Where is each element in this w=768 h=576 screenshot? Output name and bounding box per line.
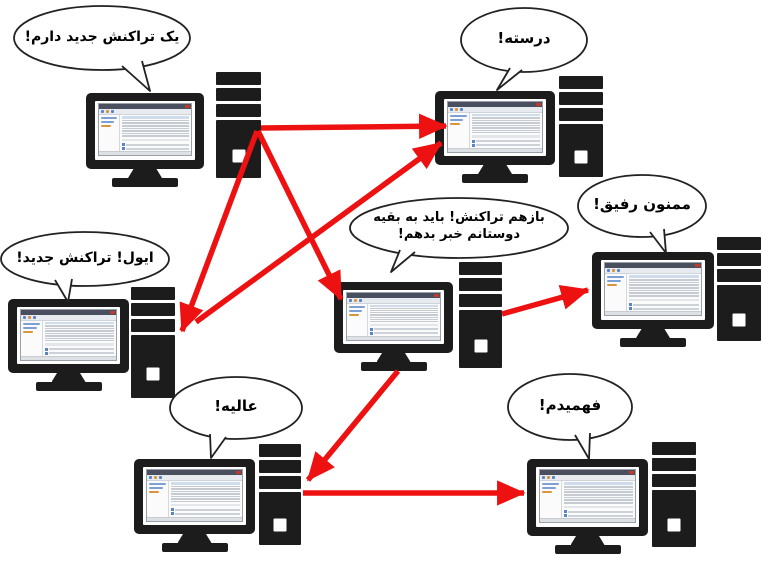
speech-bubble-top-left: [13, 5, 191, 92]
speech-bubble-left: [0, 231, 170, 303]
arrows-group: [179, 113, 590, 506]
speech-bubble-right: [577, 174, 707, 254]
arrow-top-left-to-center: [255, 129, 344, 301]
bubble-tail: [649, 228, 667, 254]
bubble-ellipse: [577, 174, 707, 238]
speech-bubble-center: [349, 197, 569, 273]
speech-bubble-bottom-right: [507, 373, 633, 460]
speech-bubble-text-bottom-right: فهمیدم!: [508, 396, 632, 416]
speech-bubble-text-top-left: یک تراکنش جدید دارم!: [14, 28, 190, 46]
bubble-line: ایول! تراکنش جدید!: [16, 249, 154, 266]
bubbles-group: [0, 5, 707, 460]
speech-bubble-bottom-center: [169, 376, 303, 459]
arrow-center-to-bottom-center: [305, 369, 401, 482]
bubble-tail: [209, 433, 227, 459]
arrow-top-left-to-left: [179, 130, 260, 333]
bubble-line: دوستانم خبر بدهم!: [397, 226, 521, 242]
bubble-line: بازهم تراکنش! باید به بقیه: [373, 210, 545, 226]
speech-bubble-text-top-right: درسته!: [461, 29, 587, 49]
bubble-tail: [496, 67, 523, 91]
speech-bubble-top-right: [460, 7, 588, 91]
speech-bubble-text-right: ممنون رفیق!: [578, 195, 706, 215]
bubble-ellipse: [13, 5, 191, 71]
bubble-ellipse: [0, 231, 170, 287]
bubble-line: عالیه!: [214, 397, 258, 416]
bubble-line: درسته!: [497, 29, 551, 48]
speech-bubble-text-bottom-center: عالیه!: [170, 397, 302, 417]
bubble-tail: [54, 278, 73, 303]
bubble-line: یک تراکنش جدید دارم!: [24, 28, 180, 45]
bubble-ellipse: [169, 376, 303, 440]
bubble-tail: [574, 432, 591, 460]
bubble-line: ممنون رفیق!: [593, 195, 691, 214]
bubble-ellipse: [349, 197, 569, 259]
arrow-center-to-right: [501, 285, 590, 317]
bubble-line: فهمیدم!: [538, 396, 602, 415]
arrow-left-to-top-right: [194, 140, 443, 325]
bubble-ellipse: [460, 7, 588, 73]
bubble-ellipse: [507, 373, 633, 441]
bubble-tail: [390, 249, 416, 273]
speech-bubble-text-left: ایول! تراکنش جدید!: [1, 249, 169, 267]
bubble-tail: [121, 60, 151, 92]
arrow-top-left-to-top-right: [260, 113, 448, 139]
